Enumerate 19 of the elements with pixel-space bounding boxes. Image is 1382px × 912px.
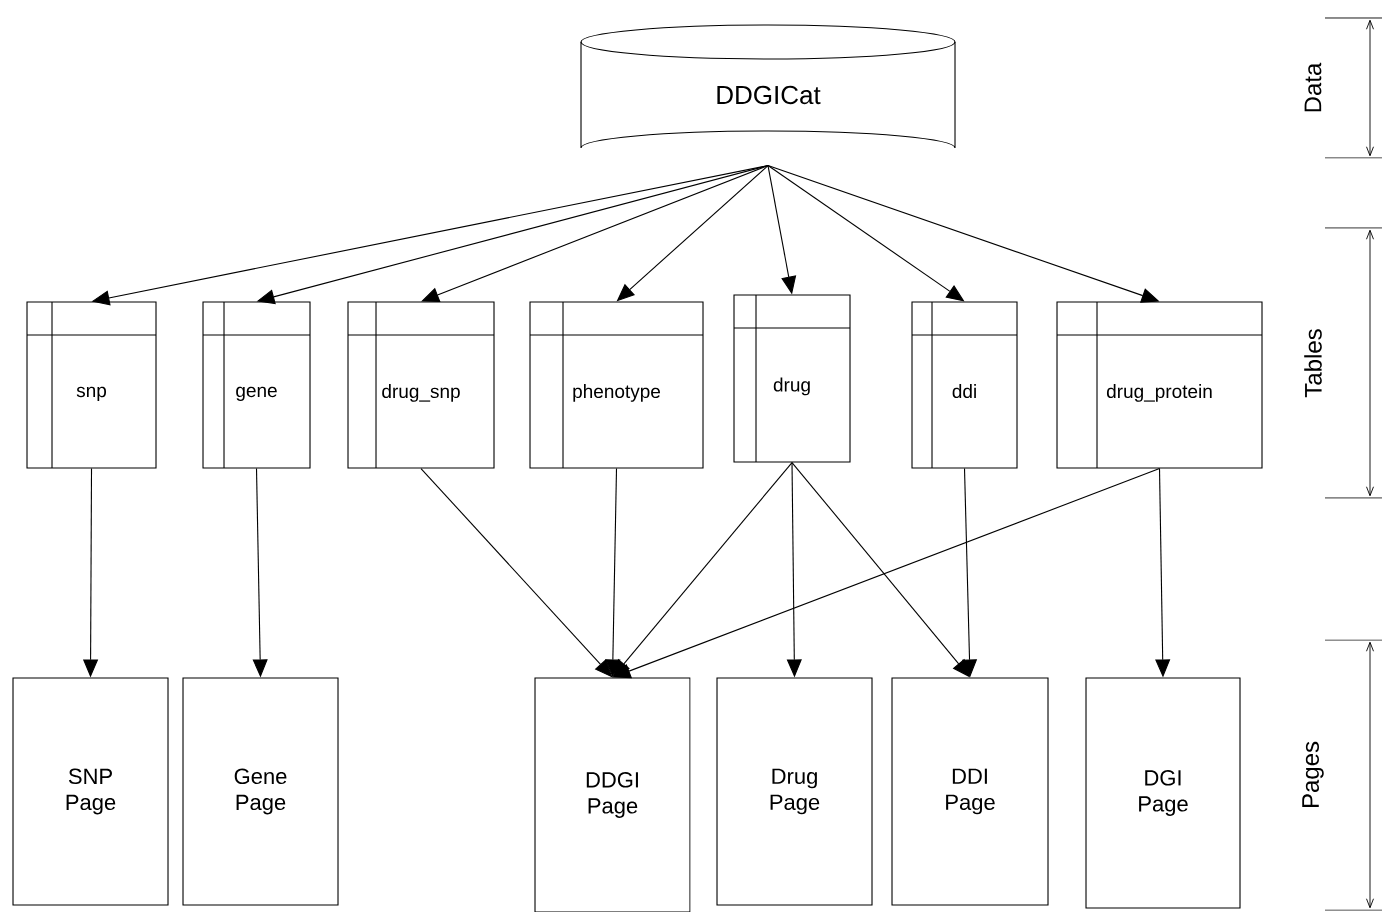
table-box: snp <box>26 301 157 469</box>
table-box: drug_protein <box>1056 301 1263 469</box>
page-box: DGI Page <box>1085 677 1241 909</box>
page-box: DDI Page <box>891 677 1049 906</box>
database-cylinder: DDGICat <box>580 24 956 149</box>
band-label: Data <box>1304 62 1322 112</box>
node-label: DDGICat <box>717 85 821 105</box>
page-box: Gene Page <box>182 677 339 906</box>
page-box: SNP Page <box>12 677 169 906</box>
band-label: Tables <box>1304 329 1322 398</box>
page-box: DDGI Page <box>534 677 691 912</box>
band-label: Pages <box>1302 741 1324 808</box>
table-box: gene <box>202 301 311 469</box>
table-box: drug_snp <box>347 301 495 469</box>
table-box: ddi <box>911 301 1018 469</box>
arrow <box>421 165 769 302</box>
table-box: drug <box>733 294 851 463</box>
page-box: Drug Page <box>716 677 873 906</box>
table-box: phenotype <box>529 301 704 469</box>
